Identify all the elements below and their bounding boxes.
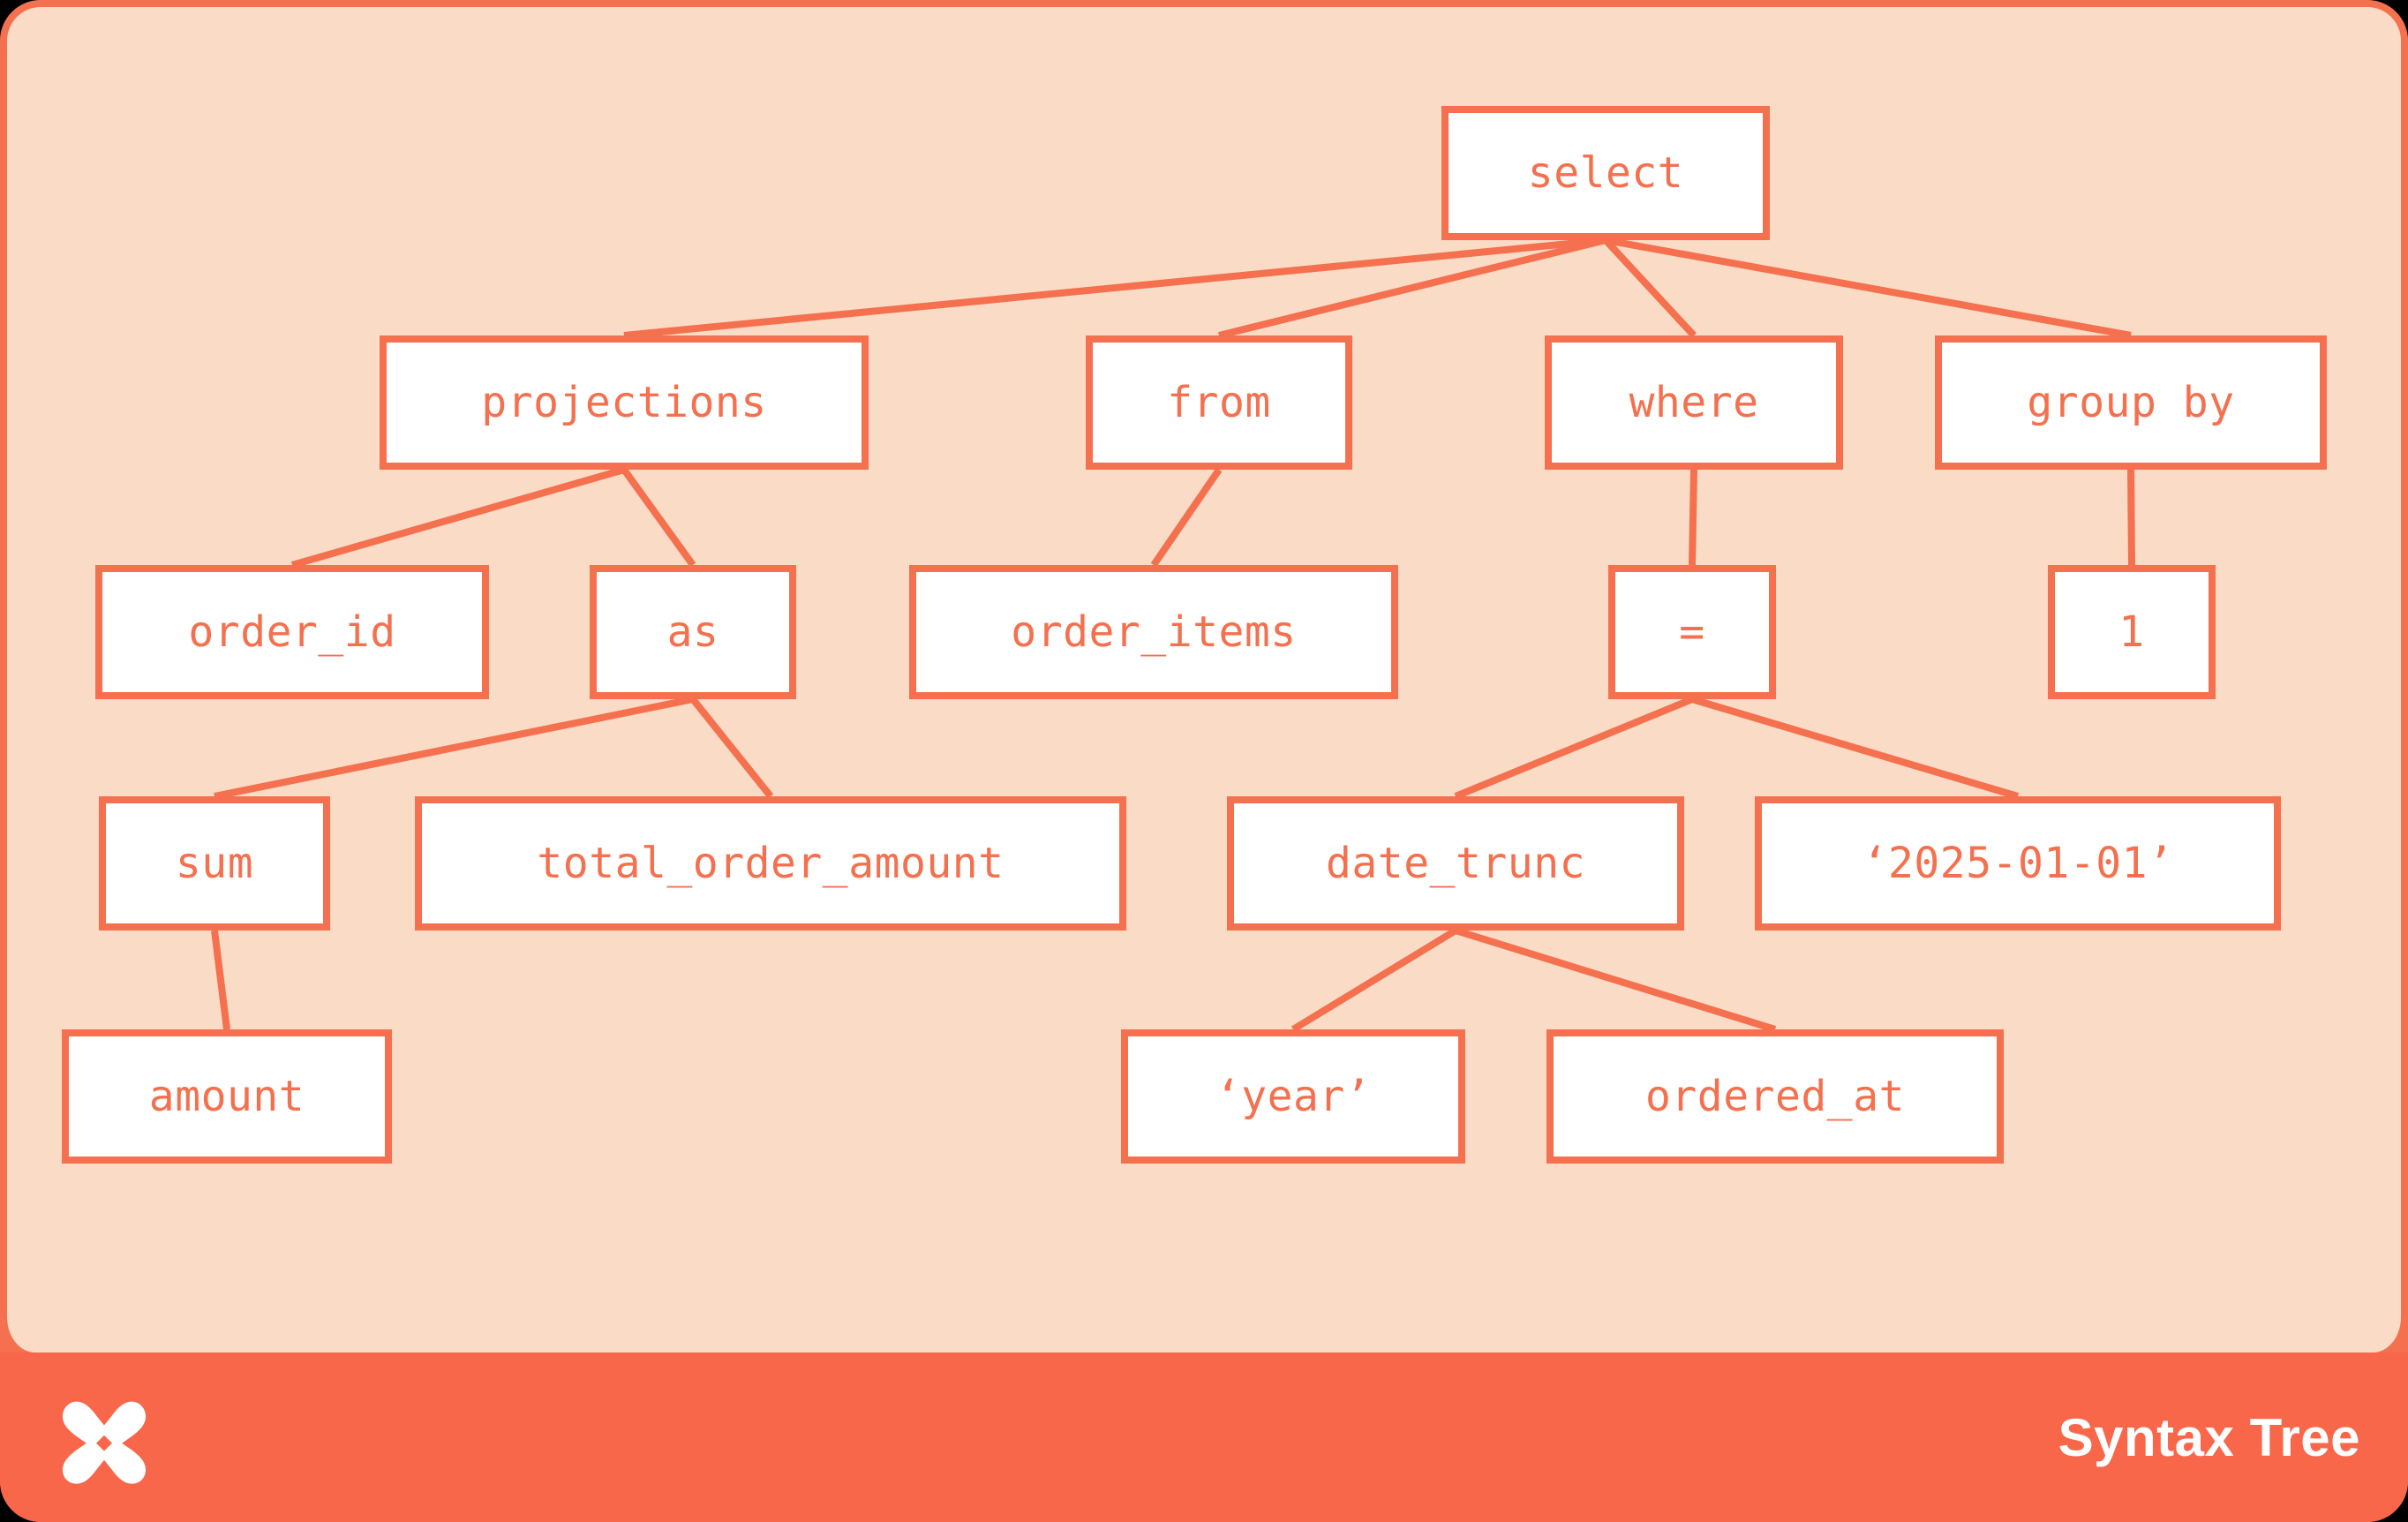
tree-node-label: amount xyxy=(148,1072,305,1121)
tree-node-label: ordered_at xyxy=(1645,1072,1905,1121)
tree-node-label: = xyxy=(1679,607,1705,657)
tree-edge-date_trunc-to-year_literal xyxy=(1291,927,1458,1033)
tree-node-sum[interactable]: sum xyxy=(99,796,330,931)
tree-node-one[interactable]: 1 xyxy=(2048,565,2216,699)
tree-canvas: select projections from where group by order_… xyxy=(0,0,2408,1352)
tree-node-label: ‘2025-01-01’ xyxy=(1862,839,2174,888)
tree-node-label: from xyxy=(1167,378,1271,427)
tree-edge-as-to-sum xyxy=(214,696,694,800)
tree-node-label: where xyxy=(1629,378,1759,427)
tree-node-eq[interactable]: = xyxy=(1608,565,1776,699)
tree-node-date_literal[interactable]: ‘2025-01-01’ xyxy=(1755,796,2281,931)
tree-edge-sum-to-amount xyxy=(211,930,230,1030)
tree-edge-where-to-eq xyxy=(1689,469,1697,566)
tree-node-date_trunc[interactable]: date_trunc xyxy=(1227,796,1684,931)
tree-node-as[interactable]: as xyxy=(590,565,796,699)
tree-edge-select-to-projections xyxy=(623,237,1607,339)
tree-node-from[interactable]: from xyxy=(1086,335,1352,470)
tree-node-label: projections xyxy=(481,378,767,427)
tree-node-label: as xyxy=(666,607,719,657)
tree-edge-group_by-to-one xyxy=(2127,469,2135,566)
tree-edge-as-to-total_order_amount xyxy=(689,697,774,799)
tree-edge-eq-to-date_literal xyxy=(1690,696,2020,800)
tree-node-label: total_order_amount xyxy=(537,839,1005,888)
tree-node-order_items[interactable]: order_items xyxy=(909,565,1398,699)
tree-node-amount[interactable]: amount xyxy=(62,1029,392,1164)
tree-edge-select-to-where xyxy=(1603,237,1697,338)
tree-node-projections[interactable]: projections xyxy=(380,335,869,470)
tree-edge-select-to-group_by xyxy=(1605,237,2132,339)
tree-node-label: date_trunc xyxy=(1326,839,1585,888)
tree-edge-select-to-from xyxy=(1218,237,1607,339)
tree-node-total_order_amount[interactable]: total_order_amount xyxy=(415,796,1126,931)
tree-edge-from-to-order_items xyxy=(1150,467,1223,568)
tree-node-year_literal[interactable]: ‘year’ xyxy=(1121,1029,1465,1164)
tree-edge-date_trunc-to-ordered_at xyxy=(1454,927,1777,1033)
tree-node-label: ‘year’ xyxy=(1215,1072,1372,1121)
tree-node-group_by[interactable]: group by xyxy=(1935,335,2327,470)
tree-node-label: order_items xyxy=(1011,607,1297,657)
tree-node-label: select xyxy=(1527,148,1684,198)
tree-edge-eq-to-date_trunc xyxy=(1454,696,1694,800)
butterfly-x-logo-icon xyxy=(62,1401,147,1484)
tree-edge-projections-to-as xyxy=(621,467,696,568)
tree-node-ordered_at[interactable]: ordered_at xyxy=(1546,1029,2004,1164)
tree-node-select[interactable]: select xyxy=(1441,106,1770,240)
tree-edge-projections-to-order_id xyxy=(290,466,626,569)
tree-node-order_id[interactable]: order_id xyxy=(95,565,489,699)
tree-node-where[interactable]: where xyxy=(1545,335,1843,470)
tree-node-label: sum xyxy=(175,839,254,888)
footer-title: Syntax Tree xyxy=(2058,1407,2360,1467)
tree-node-label: order_id xyxy=(188,607,396,657)
footer-bar: Syntax Tree xyxy=(0,1352,2408,1522)
tree-node-label: group by xyxy=(2027,378,2235,427)
tree-node-label: 1 xyxy=(2118,607,2145,657)
